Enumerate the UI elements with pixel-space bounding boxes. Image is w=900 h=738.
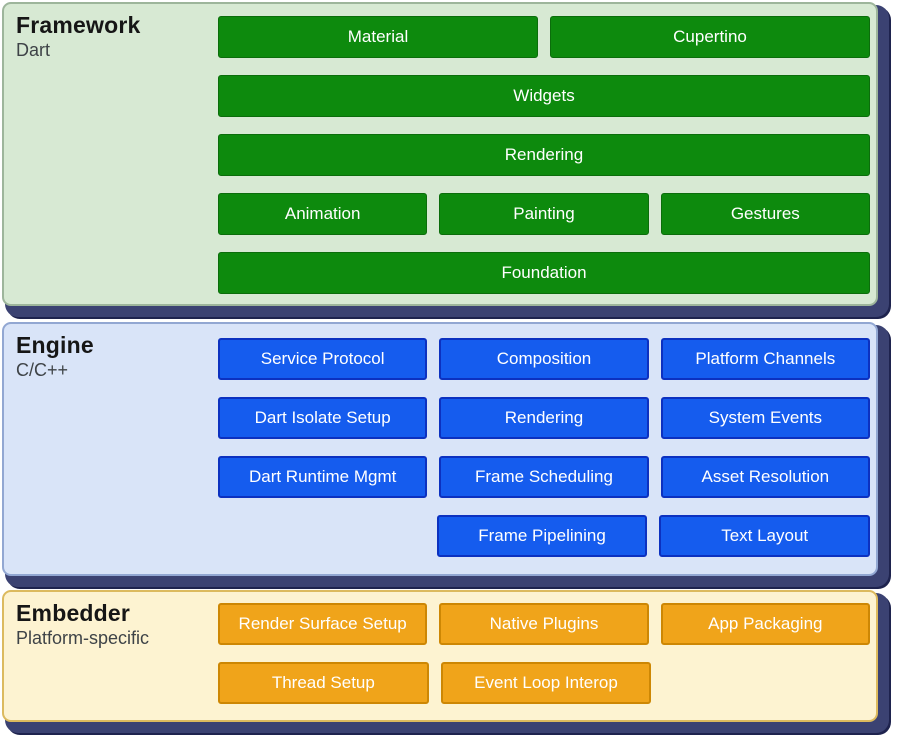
framework-block-material: Material (218, 16, 538, 58)
engine-block-dart-isolate-setup: Dart Isolate Setup (218, 397, 428, 439)
engine-block-grid: Service Protocol Composition Platform Chan… (218, 338, 871, 557)
engine-row: Service Protocol Composition Platform Chan… (218, 338, 870, 380)
layer-framework-header: Framework Dart (16, 12, 141, 61)
engine-block-dart-runtime-mgmt: Dart Runtime Mgmt (218, 456, 428, 498)
embedder-row: Render Surface Setup Native Plugins App Pa… (218, 603, 870, 645)
engine-block-asset-resolution: Asset Resolution (660, 456, 870, 498)
layer-engine-subtitle: C/C++ (16, 360, 69, 381)
layer-engine: Engine C/C++ Service Protocol Composition… (2, 322, 878, 576)
engine-row: Frame Pipelining Text Layout (218, 515, 871, 557)
layer-framework-title: Framework (16, 12, 141, 38)
empty-cell (663, 662, 870, 704)
framework-row: Widgets (218, 75, 870, 117)
layer-embedder-subtitle: Platform-specific (16, 628, 150, 649)
framework-row: Material Cupertino (218, 16, 870, 58)
framework-block-gestures: Gestures (660, 193, 870, 235)
engine-row: Dart Isolate Setup Rendering System Events (218, 397, 870, 439)
embedder-block-native-plugins: Native Plugins (439, 603, 649, 645)
framework-block-rendering: Rendering (218, 134, 870, 176)
framework-block-painting: Painting (439, 193, 649, 235)
framework-block-animation: Animation (218, 193, 428, 235)
framework-row: Animation Painting Gestures (218, 193, 870, 235)
embedder-row: Thread Setup Event Loop Interop (218, 662, 870, 704)
layer-embedder-title: Embedder (16, 600, 131, 626)
empty-cell (218, 515, 425, 557)
embedder-block-grid: Render Surface Setup Native Plugins App Pa… (218, 603, 870, 704)
layer-engine-header: Engine C/C++ (16, 332, 94, 381)
framework-block-cupertino: Cupertino (550, 16, 870, 58)
layer-embedder: Embedder Platform-specific Render Surfac… (2, 590, 878, 722)
engine-block-platform-channels: Platform Channels (660, 338, 870, 380)
engine-block-service-protocol: Service Protocol (218, 338, 428, 380)
framework-row: Rendering (218, 134, 870, 176)
engine-block-text-layout: Text Layout (659, 515, 871, 557)
framework-block-foundation: Foundation (218, 252, 870, 294)
engine-block-system-events: System Events (660, 397, 870, 439)
engine-row: Dart Runtime Mgmt Frame Scheduling Asset R… (218, 456, 870, 498)
engine-block-rendering: Rendering (439, 397, 649, 439)
framework-row: Foundation (218, 252, 870, 294)
embedder-block-render-surface-setup: Render Surface Setup (218, 603, 428, 645)
framework-block-widgets: Widgets (218, 75, 870, 117)
layer-engine-title: Engine (16, 332, 94, 358)
engine-block-frame-scheduling: Frame Scheduling (439, 456, 649, 498)
layer-embedder-header: Embedder Platform-specific (16, 600, 149, 649)
engine-block-composition: Composition (439, 338, 649, 380)
engine-block-frame-pipelining: Frame Pipelining (436, 515, 648, 557)
layer-framework-subtitle: Dart (16, 40, 51, 61)
embedder-block-app-packaging: App Packaging (660, 603, 870, 645)
embedder-block-event-loop-interop: Event Loop Interop (440, 662, 652, 704)
embedder-block-thread-setup: Thread Setup (218, 662, 429, 704)
